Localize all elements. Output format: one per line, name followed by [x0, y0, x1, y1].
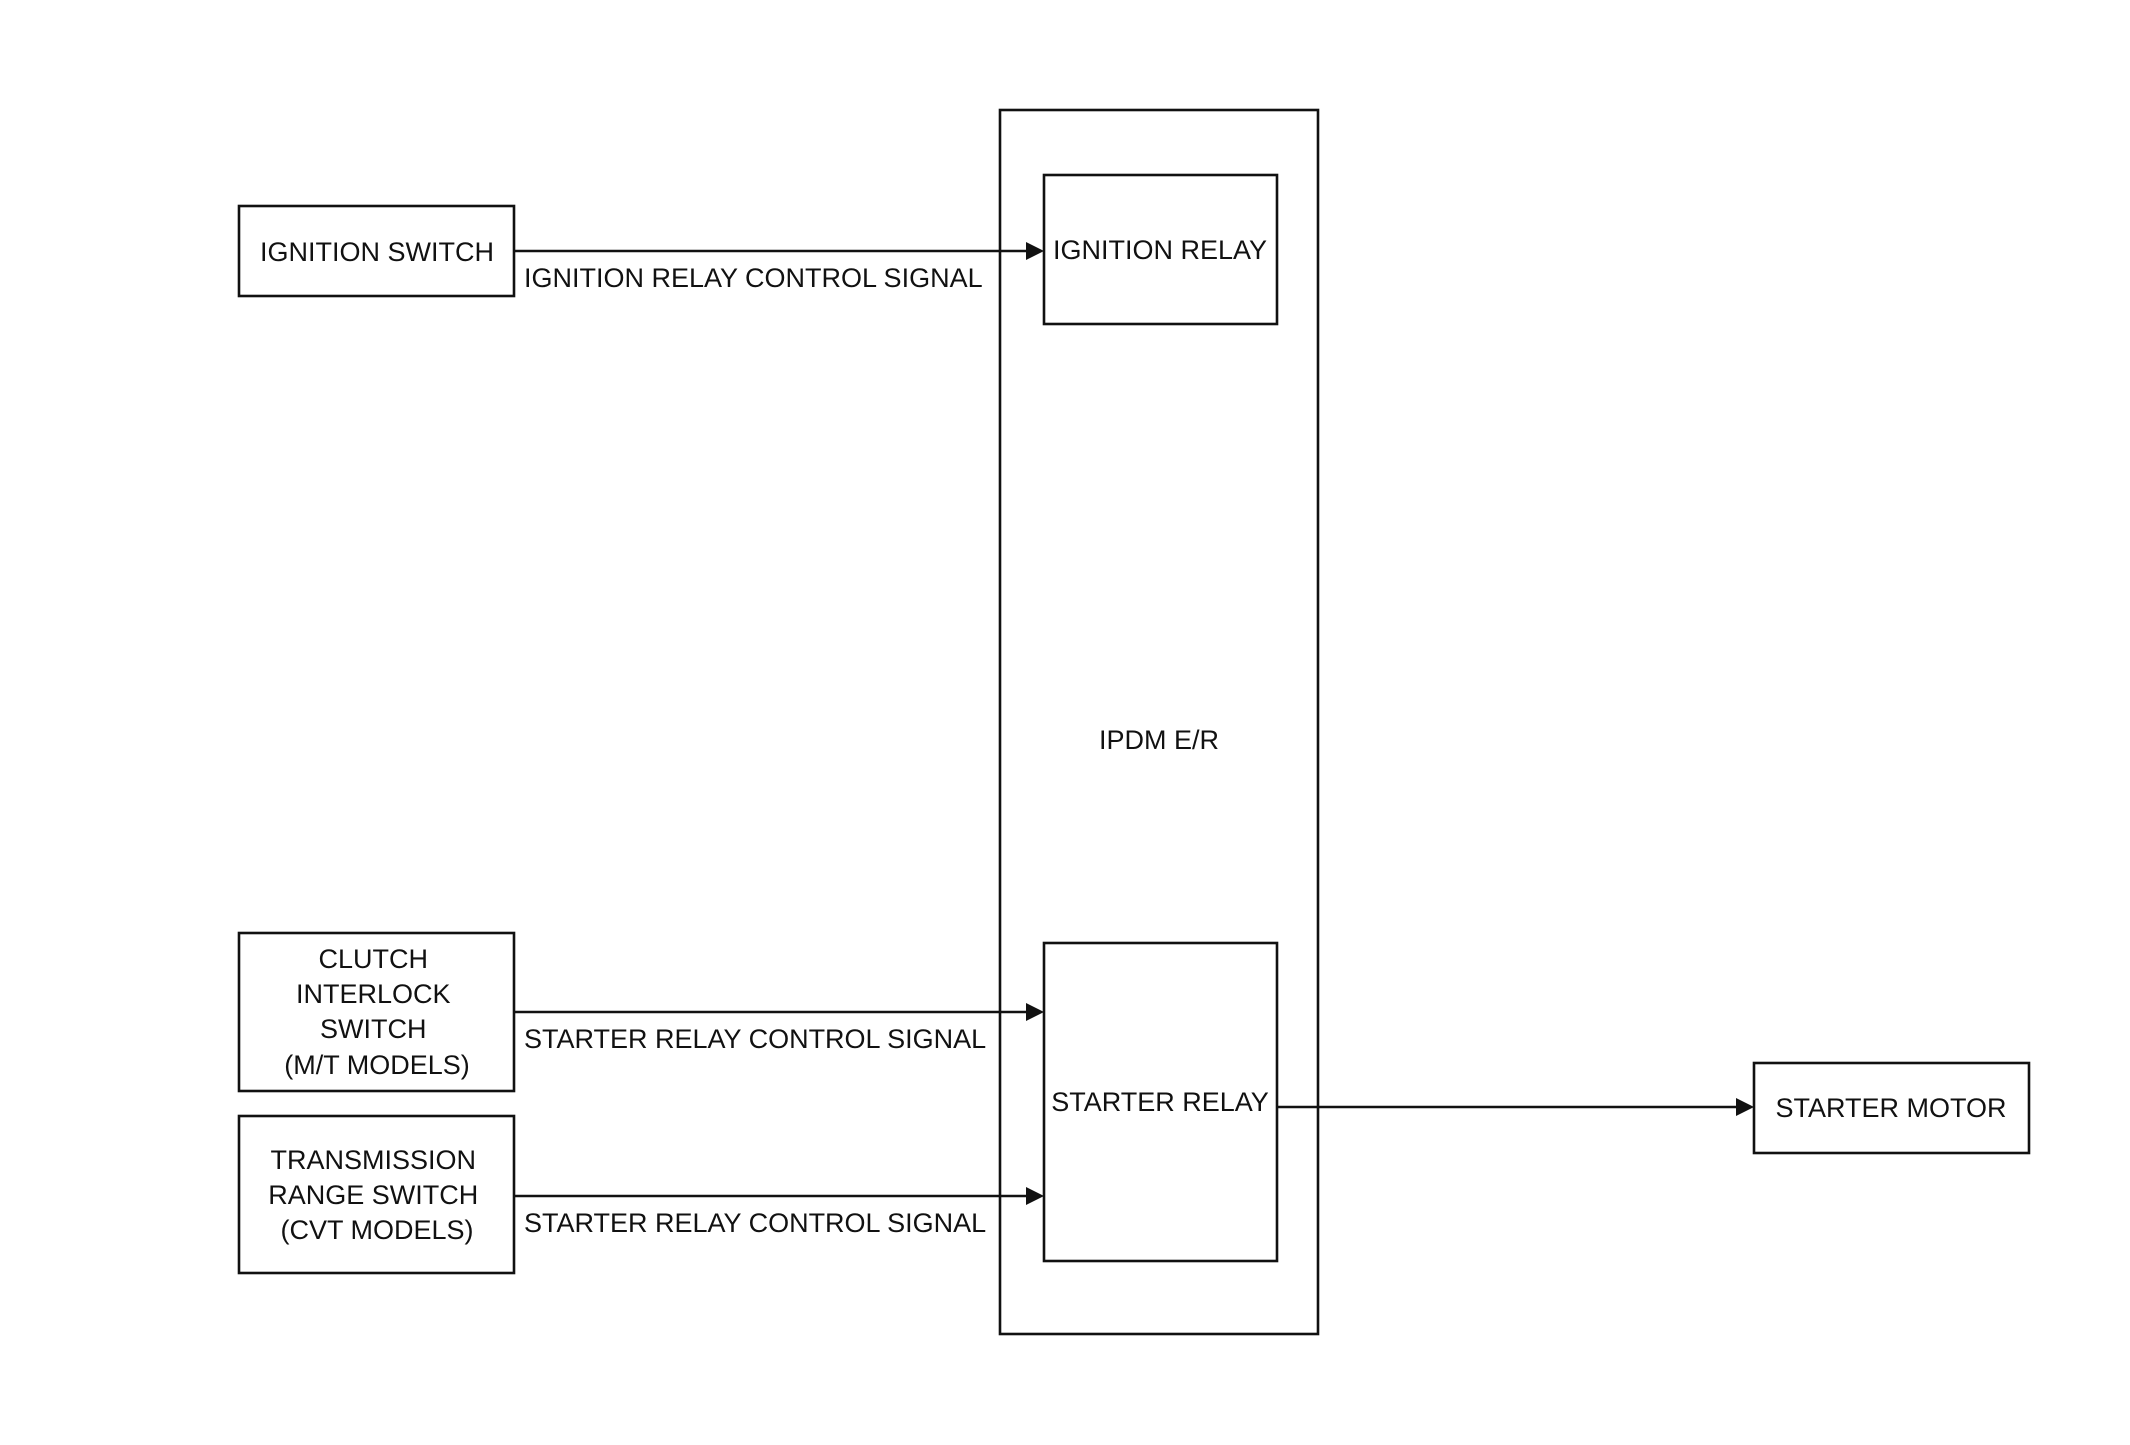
- starter-relay-control-mt-label: STARTER RELAY CONTROL SIGNAL: [524, 1024, 986, 1054]
- ignition-relay-label: IGNITION RELAY: [1053, 235, 1267, 265]
- clutch-interlock-line-2: INTERLOCK: [296, 979, 451, 1009]
- starter-relay-control-cvt-connector: STARTER RELAY CONTROL SIGNAL: [514, 1187, 1044, 1238]
- starter-relay-block: STARTER RELAY: [1042, 941, 1279, 1263]
- transmission-range-line-3: (CVT MODELS): [280, 1215, 473, 1245]
- starter-relay-label: STARTER RELAY: [1051, 1087, 1269, 1117]
- starter-relay-control-cvt-arrowhead: [1026, 1187, 1044, 1205]
- starter-relay-box: [1042, 941, 1279, 1263]
- ignition-relay-block: IGNITION RELAY: [1042, 173, 1279, 326]
- ignition-relay-control-label: IGNITION RELAY CONTROL SIGNAL: [524, 263, 983, 293]
- starter-motor-connector: [1277, 1098, 1754, 1116]
- ignition-relay-control-arrowhead: [1026, 242, 1044, 260]
- ignition-switch-label: IGNITION SWITCH: [260, 237, 494, 267]
- starter-relay-control-mt-arrowhead: [1026, 1003, 1044, 1021]
- starter-relay-control-mt-connector: STARTER RELAY CONTROL SIGNAL: [514, 1003, 1044, 1054]
- ignition-relay-control-connector: IGNITION RELAY CONTROL SIGNAL: [514, 242, 1044, 293]
- transmission-range-switch-block: TRANSMISSION RANGE SWITCH (CVT MODELS): [237, 1114, 516, 1275]
- starter-motor-label: STARTER MOTOR: [1775, 1093, 2006, 1123]
- clutch-interlock-switch-box: [237, 931, 516, 1093]
- starter-motor-arrowhead: [1736, 1098, 1754, 1116]
- clutch-interlock-line-3: SWITCH: [320, 1014, 426, 1044]
- transmission-range-switch-label: TRANSMISSION RANGE SWITCH (CVT MODELS): [268, 1145, 486, 1245]
- transmission-range-switch-box: [237, 1114, 516, 1275]
- clutch-interlock-switch-block: CLUTCH INTERLOCK SWITCH (M/T MODELS): [237, 931, 516, 1093]
- clutch-interlock-line-4: (M/T MODELS): [284, 1050, 470, 1080]
- starter-relay-control-cvt-label: STARTER RELAY CONTROL SIGNAL: [524, 1208, 986, 1238]
- ignition-switch-box: [237, 204, 516, 298]
- ignition-switch-block: IGNITION SWITCH: [237, 204, 516, 298]
- ignition-relay-box: [1042, 173, 1279, 326]
- starter-motor-block: STARTER MOTOR: [1752, 1061, 2031, 1155]
- transmission-range-line-1: TRANSMISSION: [270, 1145, 476, 1175]
- ipdm-module-label: IPDM E/R: [1099, 725, 1219, 755]
- clutch-interlock-line-1: CLUTCH: [318, 944, 428, 974]
- clutch-interlock-switch-label: CLUTCH INTERLOCK SWITCH (M/T MODELS): [284, 944, 470, 1080]
- transmission-range-line-2: RANGE SWITCH: [268, 1180, 478, 1210]
- starter-motor-box: [1752, 1061, 2031, 1155]
